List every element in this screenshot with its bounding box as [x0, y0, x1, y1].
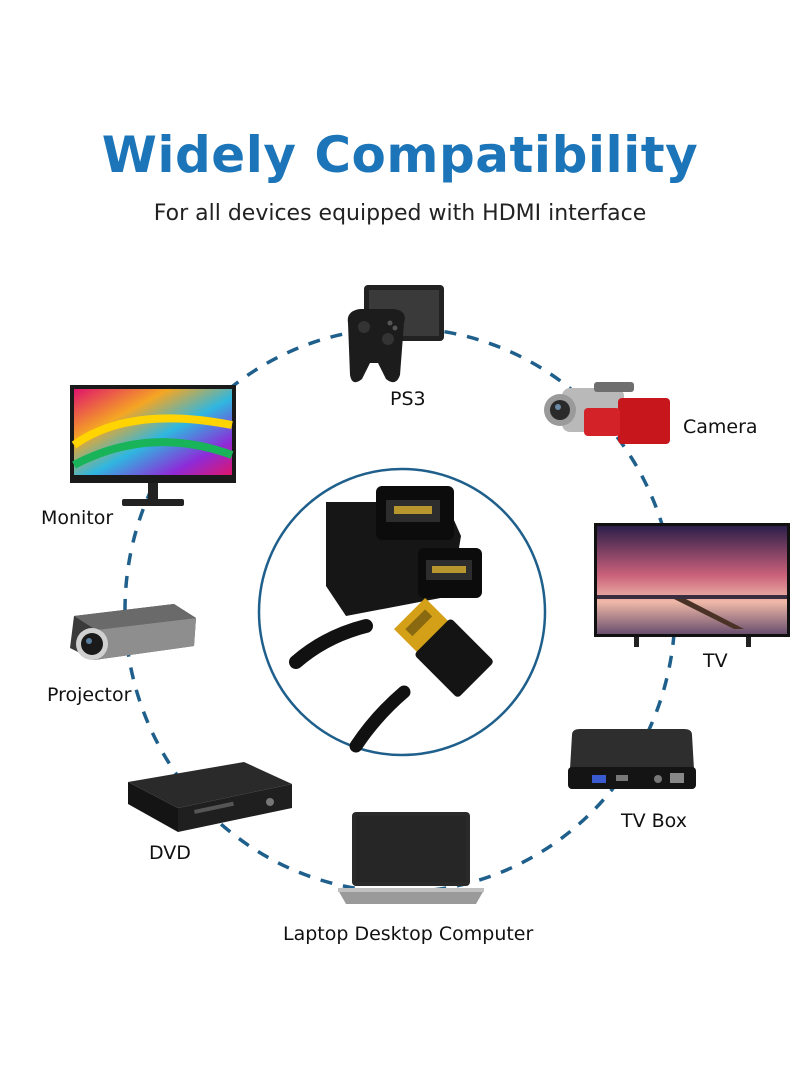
tv-icon [594, 523, 790, 647]
monitor-icon [70, 385, 236, 506]
tv-box-icon [568, 729, 696, 789]
hdmi-splitter-icon [257, 467, 547, 757]
laptop-label: Laptop Desktop Computer [283, 923, 534, 945]
tv-box-label: TV Box [621, 810, 687, 832]
page-subtitle: For all devices equipped with HDMI inter… [153, 201, 647, 226]
ps3-label: PS3 [390, 388, 426, 410]
dvd-label: DVD [149, 842, 191, 864]
laptop-icon [338, 812, 484, 904]
game-console-icon [347, 285, 444, 383]
page-title: Widely Compatibility [101, 126, 699, 184]
monitor-label: Monitor [41, 507, 114, 529]
camera-label: Camera [683, 416, 758, 438]
projector-icon [70, 604, 196, 660]
projector-label: Projector [47, 684, 132, 706]
camcorder-icon [544, 382, 670, 444]
dvd-player-icon [128, 762, 292, 832]
tv-label: TV [703, 650, 728, 672]
